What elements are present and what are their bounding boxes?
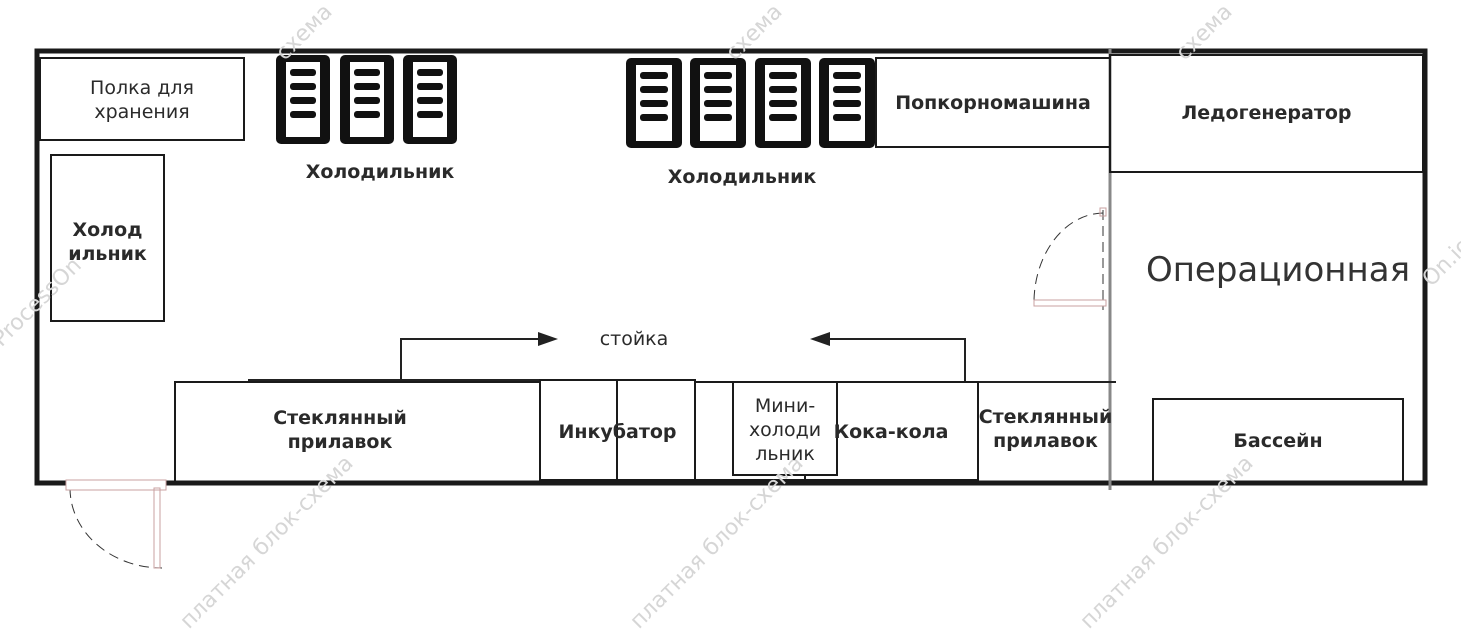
storage-shelf-label: Полка для хранения [90, 77, 194, 123]
pool-label: Бассейн [1233, 430, 1323, 452]
bottom-left-door [65, 479, 167, 569]
fridge-unit [626, 58, 682, 148]
fridge-unit [403, 55, 457, 144]
counter-arrowhead-right [810, 332, 830, 346]
pool-box [1152, 398, 1404, 483]
counter-arrowhead-left [538, 332, 558, 346]
ice-maker-box [1109, 54, 1424, 173]
counter-arrow-right [828, 338, 966, 382]
fridge-left-box [50, 154, 165, 322]
glass-counter-1-label: Стеклянный прилавок [273, 407, 407, 453]
floor-plan-drawing [34, 48, 1428, 569]
glass-counter-2-label: Стеклянный прилавок [978, 406, 1113, 452]
outer-wall [34, 48, 1428, 486]
fridge-top-1-label: Холодильник [305, 161, 455, 183]
fridge-unit [340, 55, 394, 144]
storage-shelf-box [39, 57, 245, 141]
fridge-unit [276, 55, 330, 144]
incubator-label: Инкубатор [558, 421, 677, 443]
mini-fridge-box [732, 381, 838, 476]
counter-arrow-left [400, 338, 540, 380]
mini-fridge-label: Мини- холоди льник [748, 395, 822, 465]
ice-maker-label: Ледогенератор [1181, 102, 1352, 124]
fridge-units-2 [626, 58, 875, 148]
counter-label: стойка [599, 328, 669, 350]
fridge-units-1 [276, 55, 457, 144]
popcorn-label: Попкорномашина [895, 92, 1091, 114]
fridge-unit [755, 58, 811, 148]
fridge-unit [690, 58, 746, 148]
fridge-top-2-label: Холодильник [667, 166, 817, 188]
operating-room-label: Операционная [1145, 250, 1411, 290]
coca-cola-label: Кока-кола [833, 421, 949, 443]
right-door [1033, 207, 1107, 310]
fridge-unit [819, 58, 875, 148]
fridge-left-label: Холод ильник [68, 219, 147, 265]
